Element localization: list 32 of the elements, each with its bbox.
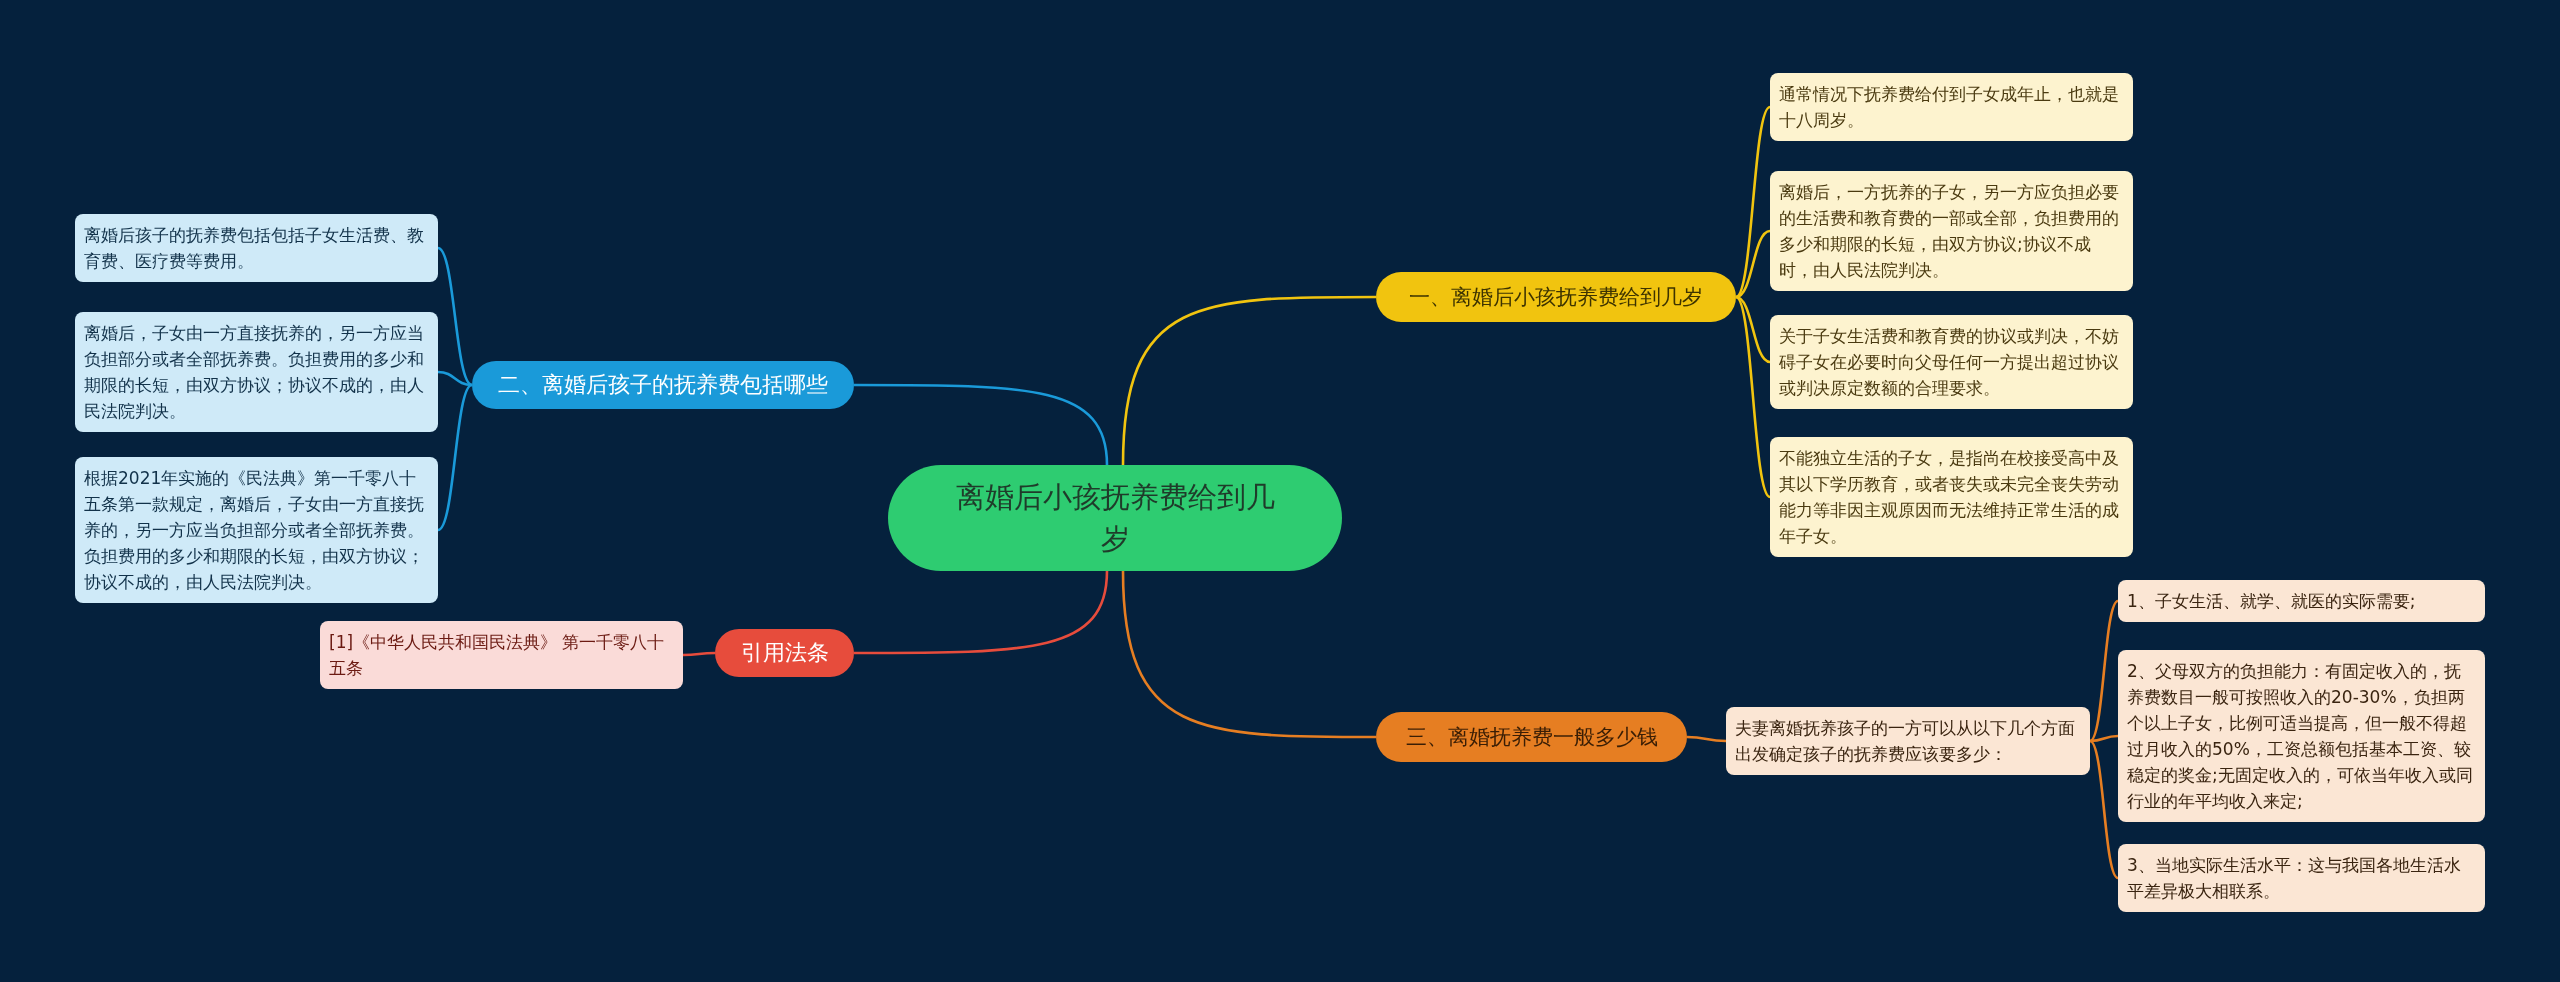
connector bbox=[1735, 106, 1771, 298]
note-box: 2、父母双方的负担能力：有固定收入的，抚养费数目一般可按照收入的20-30%，负担两个以上子女，比例可适当提高，但一般不得超过月收入的50%，工资总额包括基本工资、较稳定的奖金;无固定收入的，可依当年收入或同行业的年平均收入来定; bbox=[2118, 650, 2485, 822]
note-box: [1]《中华人民共和国民法典》 第一千零八十五条 bbox=[320, 621, 683, 689]
connector bbox=[1735, 296, 1771, 498]
connector bbox=[2089, 600, 2119, 742]
branch-topic: 三、离婚抚养费一般多少钱 bbox=[1376, 712, 1687, 762]
note-box: 3、当地实际生活水平：这与我国各地生活水平差异极大相联系。 bbox=[2118, 844, 2485, 912]
note-box: 根据2021年实施的《民法典》第一千零八十五条第一款规定，离婚后，子女由一方直接抚养的，另一方应当负担部分或者全部抚养费。负担费用的多少和期限的长短，由双方协议；协议不成的，由人民法院判决。 bbox=[75, 457, 438, 603]
connector bbox=[2089, 740, 2119, 879]
branch-topic: 二、离婚后孩子的抚养费包括哪些 bbox=[472, 361, 854, 409]
connector bbox=[854, 383, 1109, 466]
note-box: 夫妻离婚抚养孩子的一方可以从以下几个方面出发确定孩子的抚养费应该要多少： bbox=[1726, 707, 2090, 775]
branch-topic: 引用法条 bbox=[715, 629, 854, 677]
note-box: 离婚后，子女由一方直接抚养的，另一方应当负担部分或者全部抚养费。负担费用的多少和期限的长短，由双方协议；协议不成的，由人民法院判决。 bbox=[75, 312, 438, 432]
central-topic: 离婚后小孩抚养费给到几岁 bbox=[888, 465, 1342, 571]
note-box: 通常情况下抚养费给付到子女成年止，也就是十八周岁。 bbox=[1770, 73, 2133, 141]
connector bbox=[437, 246, 473, 387]
connector bbox=[1121, 570, 1376, 739]
connector bbox=[854, 570, 1109, 655]
connector bbox=[1735, 295, 1771, 364]
note-box: 关于子女生活费和教育费的协议或判决，不妨碍子女在必要时向父母任何一方提出超过协议或判决原定数额的合理要求。 bbox=[1770, 315, 2133, 409]
connector bbox=[2089, 734, 2119, 743]
note-box: 1、子女生活、就学、就医的实际需要; bbox=[2118, 580, 2485, 622]
branch-topic: 一、离婚后小孩抚养费给到几岁 bbox=[1376, 272, 1736, 322]
note-box: 离婚后，一方抚养的子女，另一方应负担必要的生活费和教育费的一部或全部，负担费用的多少和期限的长短，由双方协议;协议不成时，由人民法院判决。 bbox=[1770, 171, 2133, 291]
connector bbox=[683, 651, 715, 657]
connector bbox=[1121, 295, 1376, 466]
connector bbox=[1686, 735, 1727, 743]
connector bbox=[437, 383, 473, 532]
note-box: 离婚后孩子的抚养费包括包括子女生活费、教育费、医疗费等费用。 bbox=[75, 214, 438, 282]
note-box: 不能独立生活的子女，是指尚在校接受高中及其以下学历教育，或者丧失或未完全丧失劳动能力等非因主观原因而无法维持正常生活的成年子女。 bbox=[1770, 437, 2133, 557]
connector bbox=[1735, 229, 1771, 299]
